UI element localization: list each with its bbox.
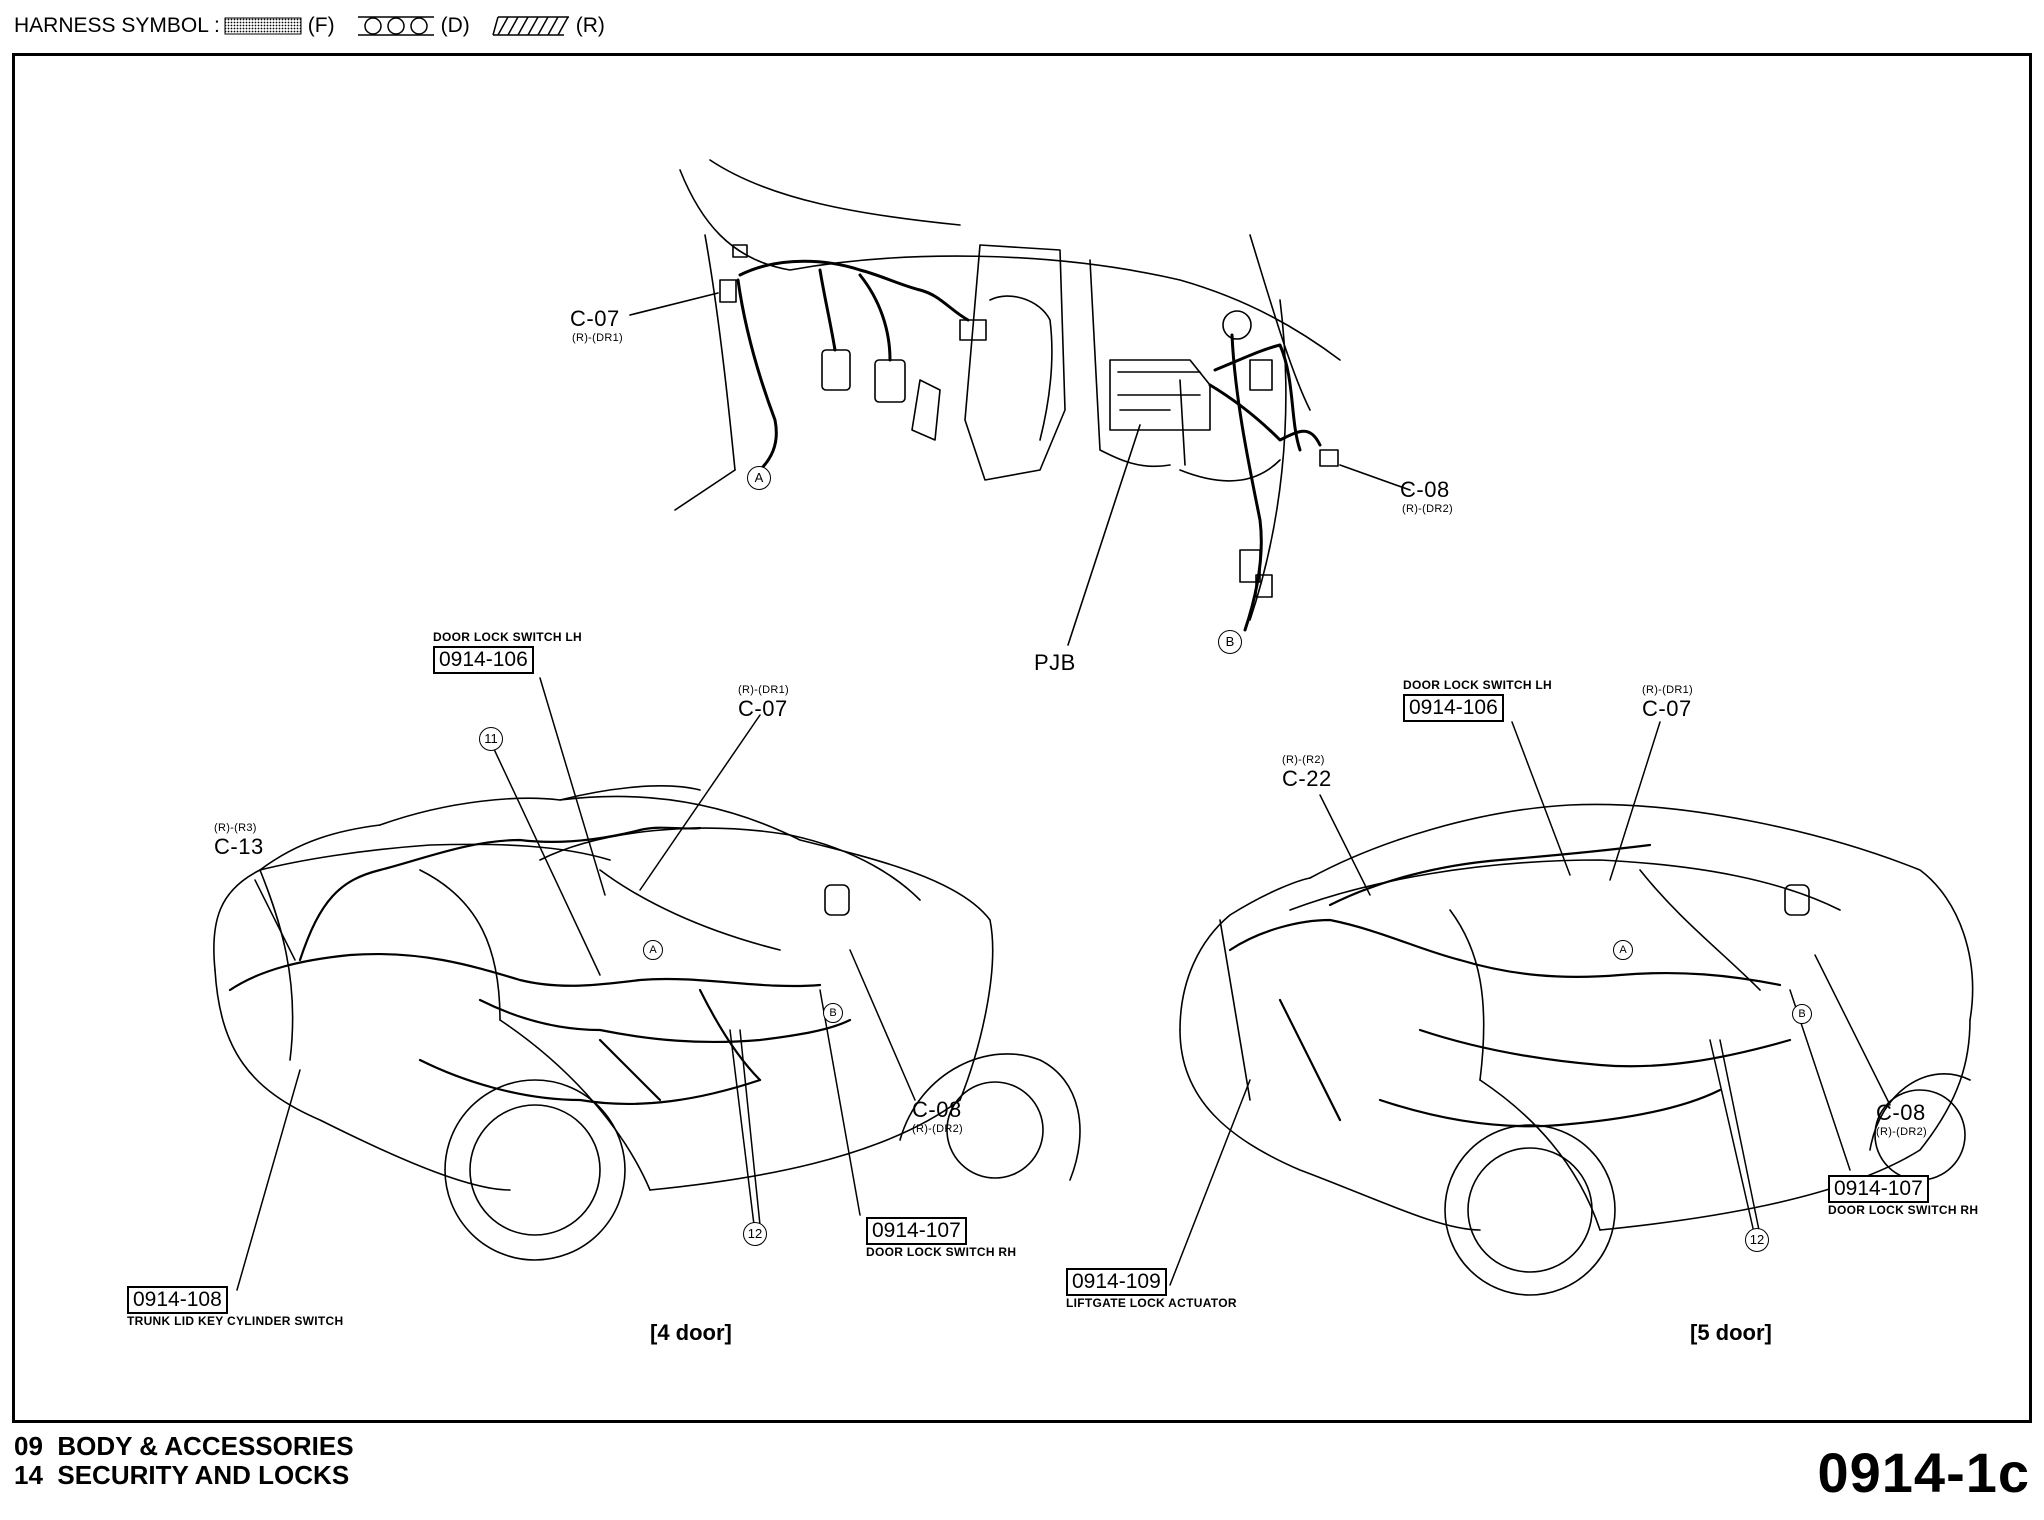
component-caption: DOOR LOCK SWITCH RH bbox=[1828, 1203, 1979, 1217]
marker-a-sedan: A bbox=[643, 940, 663, 960]
component-caption: LIFTGATE LOCK ACTUATOR bbox=[1066, 1296, 1237, 1310]
footer-section-09: 09 BODY & ACCESSORIES bbox=[14, 1431, 354, 1461]
hatchback-leader-lines bbox=[1169, 721, 1891, 1286]
connector-code: C-07 bbox=[1642, 696, 1692, 721]
connector-code: C-07 bbox=[570, 306, 620, 331]
hatch-door-lock-lh: DOOR LOCK SWITCH LH 0914-106 bbox=[1403, 678, 1552, 722]
connector-circuit: (R)-(R2) bbox=[1282, 754, 1325, 766]
connector-code: C-08 bbox=[1876, 1100, 1926, 1125]
component-caption: DOOR LOCK SWITCH LH bbox=[1403, 678, 1553, 692]
connector-circuit: (R)-(DR2) bbox=[1402, 503, 1453, 515]
top-harness-lines bbox=[736, 259, 1322, 632]
sedan-c13-label: (R)-(R3) C-13 bbox=[214, 822, 264, 860]
connector-circuit: (R)-(DR1) bbox=[1642, 684, 1693, 696]
connector-code: C-13 bbox=[214, 834, 264, 859]
component-ref-box: 0914-109 bbox=[1066, 1268, 1167, 1296]
sedan-c08-label: C-08 (R)-(DR2) bbox=[912, 1097, 963, 1135]
marker-b-top: B bbox=[1218, 630, 1242, 654]
marker-12-hatch: 12 bbox=[1745, 1228, 1769, 1252]
connector-code: C-07 bbox=[738, 696, 788, 721]
sedan-c07-label: (R)-(DR1) C-07 bbox=[738, 684, 789, 722]
marker-12-sedan: 12 bbox=[743, 1222, 767, 1246]
component-ref-box: 0914-106 bbox=[1403, 694, 1504, 722]
component-caption: DOOR LOCK SWITCH RH bbox=[866, 1245, 1017, 1259]
footer-section-14: 14 SECURITY AND LOCKS bbox=[14, 1460, 350, 1490]
leader-top-c07 bbox=[629, 292, 719, 316]
hatch-c08-label: C-08 (R)-(DR2) bbox=[1876, 1100, 1927, 1138]
connector-circuit: (R)-(R3) bbox=[214, 822, 257, 834]
legend-prefix: HARNESS SYMBOL : bbox=[14, 14, 220, 37]
sedan-door-lock-lh: DOOR LOCK SWITCH LH 0914-106 bbox=[433, 630, 582, 674]
vehicle-harness-lines bbox=[228, 826, 1792, 1128]
hatch-c22-label: (R)-(R2) C-22 bbox=[1282, 754, 1332, 792]
marker-b-hatch: B bbox=[1792, 1004, 1812, 1024]
hatchback-body-drawing bbox=[1179, 803, 1974, 1296]
connector-code: C-08 bbox=[912, 1097, 962, 1122]
connector-circuit: (R)-(DR2) bbox=[912, 1123, 963, 1135]
hatch-door-lock-rh: 0914-107 DOOR LOCK SWITCH RH bbox=[1828, 1175, 1978, 1217]
section-footer: 09 BODY & ACCESSORIES 14 SECURITY AND LO… bbox=[14, 1432, 354, 1490]
component-ref-box: 0914-106 bbox=[433, 646, 534, 674]
connector-circuit: (R)-(DR2) bbox=[1876, 1126, 1927, 1138]
hatch-title: [5 door] bbox=[1690, 1320, 1772, 1345]
marker-a-hatch: A bbox=[1613, 940, 1633, 960]
sedan-title: [4 door] bbox=[650, 1320, 732, 1345]
component-ref-box: 0914-108 bbox=[127, 1286, 228, 1314]
hatch-liftgate-actuator: 0914-109 LIFTGATE LOCK ACTUATOR bbox=[1066, 1268, 1237, 1310]
component-caption: DOOR LOCK SWITCH LH bbox=[433, 630, 583, 644]
legend-label-r: (R) bbox=[575, 14, 605, 37]
component-caption: TRUNK LID KEY CYLINDER SWITCH bbox=[127, 1314, 344, 1328]
hatch-c07-label: (R)-(DR1) C-07 bbox=[1642, 684, 1693, 722]
marker-b-sedan: B bbox=[823, 1003, 843, 1023]
harness-symbol-legend: HARNESS SYMBOL : (F) (D) (R) bbox=[14, 14, 605, 38]
leader-top-pjb bbox=[1067, 424, 1141, 646]
hatched-harness-icon bbox=[492, 16, 569, 36]
diagram-frame bbox=[12, 53, 2032, 1423]
pjb-label: PJB bbox=[1034, 650, 1076, 675]
circle-harness-icon bbox=[357, 16, 434, 36]
page-number: 0914-1c bbox=[1817, 1441, 2030, 1504]
legend-label-d: (D) bbox=[440, 14, 470, 37]
sedan-trunk-switch: 0914-108 TRUNK LID KEY CYLINDER SWITCH bbox=[127, 1286, 343, 1328]
legend-label-f: (F) bbox=[307, 14, 335, 37]
dotted-harness-icon bbox=[224, 17, 302, 35]
marker-a-top: A bbox=[747, 466, 771, 490]
leader-top-c08 bbox=[1339, 464, 1411, 491]
sedan-body-drawing bbox=[213, 785, 1081, 1261]
instrument-panel-drawing bbox=[674, 159, 1341, 621]
component-ref-box: 0914-107 bbox=[866, 1217, 967, 1245]
top-c07-label: C-07 (R)-(DR1) bbox=[570, 306, 623, 344]
top-c08-label: C-08 (R)-(DR2) bbox=[1400, 477, 1453, 515]
connector-circuit: (R)-(DR1) bbox=[572, 332, 623, 344]
sedan-leader-lines bbox=[236, 677, 916, 1291]
component-ref-box: 0914-107 bbox=[1828, 1175, 1929, 1203]
sedan-door-lock-rh: 0914-107 DOOR LOCK SWITCH RH bbox=[866, 1217, 1016, 1259]
marker-11: 11 bbox=[479, 727, 503, 751]
connector-code: C-08 bbox=[1400, 477, 1450, 502]
connector-circuit: (R)-(DR1) bbox=[738, 684, 789, 696]
connector-code: C-22 bbox=[1282, 766, 1332, 791]
